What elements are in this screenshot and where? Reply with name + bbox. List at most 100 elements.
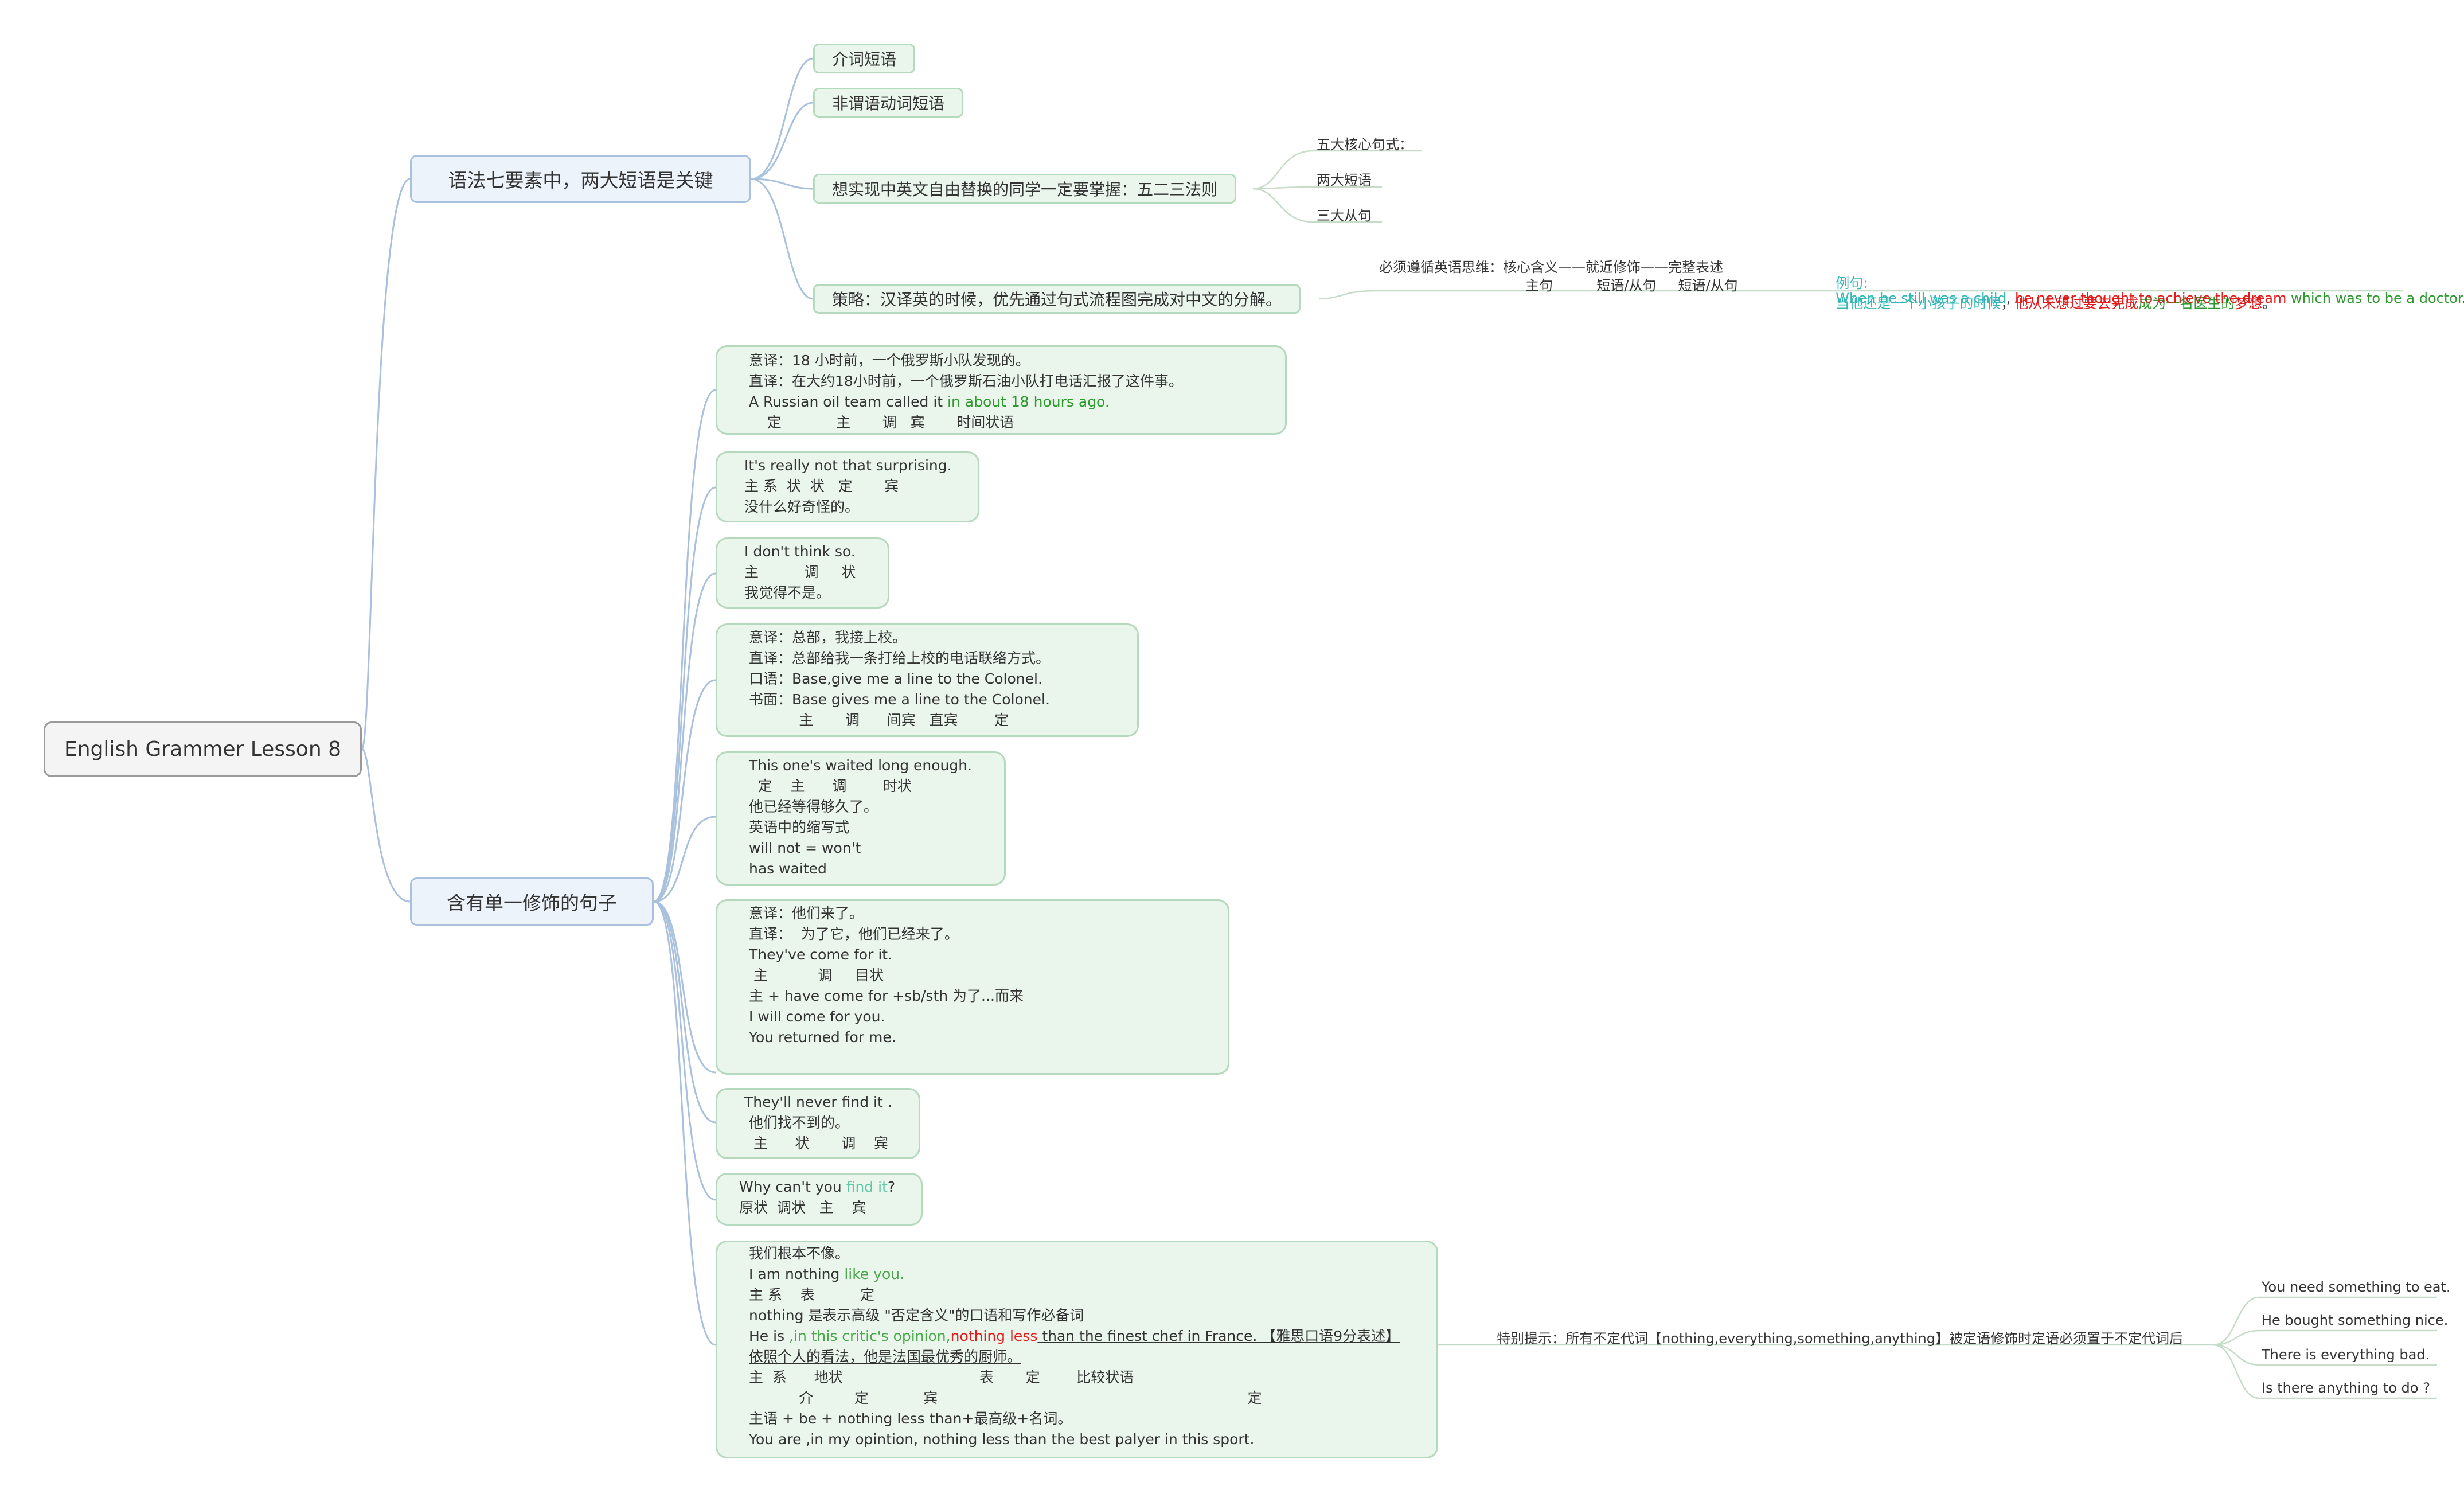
box9-line8: 介 定 宾 定 [749,1390,1262,1406]
box9-line2: I am nothing like you. [749,1264,904,1285]
sentence-box-not-surprising[interactable]: It's really not that surprising. 主 系 状 状… [716,451,979,522]
box1-line2: 直译：在大约18小时前，一个俄罗斯石油小队打电话汇报了这件事。 [749,373,1183,389]
example-en-comma: , [2006,290,2016,306]
box9-line2-main: I am nothing [749,1266,845,1282]
topic-prepositional-phrase[interactable]: 介词短语 [813,44,916,73]
box6-line3: They've come for it. [749,946,893,963]
box8-line1-main: Why can't you [739,1179,846,1195]
topic-strategy[interactable]: 策略：汉译英的时候，优先通过句式流程图完成对中文的分解。 [813,284,1301,314]
item-three-clauses[interactable]: 三大从句 [1317,208,1372,224]
example-zh-end: 。 [2262,295,2276,311]
example-zh-part4: 梦想 [2235,295,2263,311]
example-zh-comma: ， [2001,295,2015,311]
tip-example-2[interactable]: He bought something nice. [2262,1312,2449,1328]
example-en-part3: which was to be a doctor [2286,290,2462,306]
box9-line5-nothing-less: nothing less [950,1328,1038,1344]
box5-line4: 英语中的缩写式 [749,819,850,836]
branch-single-modifier[interactable]: 含有单一修饰的句子 [410,877,654,926]
box9-line1: 我们根本不像。 [749,1245,850,1262]
box9-line4: nothing 是表示高级 "否定含义"的口语和写作必备词 [749,1307,1084,1324]
connector-root-branch1 [361,178,411,750]
box1-line3-main: A Russian oil team called it [749,393,948,410]
box1-line4: 定 主 调 宾 时间状语 [749,414,1014,431]
indefinite-pronoun-tip[interactable]: 特别提示：所有不定代词【nothing,everything,something… [1497,1331,2183,1347]
sentence-box-russian-team[interactable]: 意译：18 小时前，一个俄罗斯小队发现的。 直译：在大约18小时前，一个俄罗斯石… [716,345,1287,435]
box9-line6: 依照个人的看法，他是法国最优秀的厨师。 [749,1348,1022,1365]
tip-example-4[interactable]: Is there anything to do ? [2262,1380,2430,1396]
sentence-box-dont-think[interactable]: I don't think so. 主 调 状 我觉得不是。 [716,537,889,609]
box5-line6: has waited [749,860,827,877]
example-zh-part2: 他从未想过要去完成 [2014,295,2139,311]
connector-branch1-children [751,57,814,300]
branch-grammar-elements[interactable]: 语法七要素中，两大短语是关键 [410,155,751,203]
box9-line2-highlight: like you. [844,1266,905,1282]
box2-line3: 没什么好奇怪的。 [744,498,860,515]
topic-523-rule[interactable]: 想实现中英文自由替换的同学一定要掌握：五二三法则 [813,174,1237,204]
item-five-core-patterns[interactable]: 五大核心句式： [1317,136,1413,153]
box9-line5: He is ,in this critic's opinion,nothing … [749,1326,1400,1347]
box8-line2: 原状 调状 主 宾 [739,1199,866,1216]
box5-line1: This one's waited long enough. [749,757,973,774]
box6-line2: 直译： 为了它，他们已经来了。 [749,926,959,942]
example-english: When he still was a child, he never thou… [1827,274,2464,306]
box3-line2: 主 调 状 [744,564,856,580]
box7-line1: They'll never find it . [744,1094,892,1110]
example-en-end: . [2462,290,2464,306]
sentence-box-why-cant[interactable]: Why can't you find it? 原状 调状 主 宾 [716,1173,923,1226]
box5-line2: 定 主 调 时状 [749,778,912,794]
sentence-box-never-find[interactable]: They'll never find it . 他们找不到的。 主 状 调 宾 [716,1088,920,1159]
box4-line5: 主 调 间宾 直宾 定 [749,712,1009,728]
example-en-part2: he never thought to achieve the dream [2015,290,2287,306]
box9-line7: 主 系 地状 表 定 比较状语 [749,1369,1134,1386]
box8-line1-highlight: find it [846,1179,888,1195]
topic-nonfinite-verb-phrase[interactable]: 非谓语动词短语 [813,88,964,118]
example-chinese: 例句: 当他还是一个小孩子的时候，他从未想过要去完成成为一名医生的梦想。 [1827,256,2276,312]
sentence-box-nothing-like[interactable]: 我们根本不像。 I am nothing like you. 主 系 表 定 n… [716,1241,1438,1458]
box6-line1: 意译：他们来了。 [749,905,864,922]
box6-line6: I will come for you. [749,1008,885,1025]
box1-line1: 意译：18 小时前，一个俄罗斯小队发现的。 [749,352,1030,369]
box4-line3: 口语：Base,give me a line to the Colonel. [749,670,1042,687]
box2-line2: 主 系 状 状 定 宾 [744,478,899,494]
box3-line1: I don't think so. [744,543,856,560]
sentence-box-come-for[interactable]: 意译：他们来了。 直译： 为了它，他们已经来了。 They've come fo… [716,899,1229,1075]
box5-line3: 他已经等得够久了。 [749,798,878,815]
box9-line5-rest: than the finest chef in France. 【雅思口语9分表… [1037,1328,1400,1344]
root-topic[interactable]: English Grammer Lesson 8 [44,721,362,777]
box9-line9: 主语 + be + nothing less than+最高级+名词。 [749,1410,1072,1427]
box8-line1-end: ? [887,1179,896,1195]
box4-line1: 意译：总部，我接上校。 [749,629,907,646]
box7-line3: 主 状 调 宾 [744,1135,888,1152]
sentence-box-waited[interactable]: This one's waited long enough. 定 主 调 时状 … [716,751,1006,886]
box6-line5: 主 + have come for +sb/sth 为了...而来 [749,988,1024,1004]
box9-line10: You are ,in my opintion, nothing less th… [749,1431,1255,1448]
sentence-box-colonel[interactable]: 意译：总部，我接上校。 直译：总部给我一条打给上校的电话联络方式。 口语：Bas… [716,623,1139,737]
connector-root-branch2 [361,748,411,903]
example-zh-part3: 成为一名医生的 [2138,295,2235,311]
box6-line4: 主 调 目状 [749,967,884,984]
box3-line3: 我觉得不是。 [744,584,831,601]
item-two-phrases[interactable]: 两大短语 [1317,172,1372,188]
box2-line1: It's really not that surprising. [744,457,952,474]
example-zh-part1: 当他还是一个小孩子的时候 [1836,295,2001,311]
tip-example-3[interactable]: There is everything bad. [2262,1347,2430,1363]
box9-line3: 主 系 表 定 [749,1286,875,1303]
connector-branch2-children [653,389,716,1346]
strategy-note-line1: 必须遵循英语思维：核心含义——就近修饰——完整表述 [1379,259,1723,275]
example-zh-label: 例句: [1836,275,1868,291]
tip-example-1[interactable]: You need something to eat. [2262,1279,2451,1295]
connector-tip [1438,1296,2437,1399]
example-en-part1: When he still was a child [1836,290,2006,306]
box5-line5: will not = won't [749,840,861,856]
box9-line5-opinion: ,in this critic's opinion, [789,1328,951,1344]
box8-line1: Why can't you find it? [739,1177,895,1198]
box1-line3-highlight: in about 18 hours ago. [947,393,1110,410]
box4-line4: 书面：Base gives me a line to the Colonel. [749,691,1050,708]
box1-line3: A Russian oil team called it in about 18… [749,392,1110,412]
connector-c3-items [1252,150,2403,300]
box7-line2: 他们找不到的。 [744,1114,849,1131]
box4-line2: 直译：总部给我一条打给上校的电话联络方式。 [749,650,1051,666]
box9-line5-main: He is [749,1328,790,1344]
strategy-note-line2: 主句 短语/从句 短语/从句 [1525,278,1738,294]
